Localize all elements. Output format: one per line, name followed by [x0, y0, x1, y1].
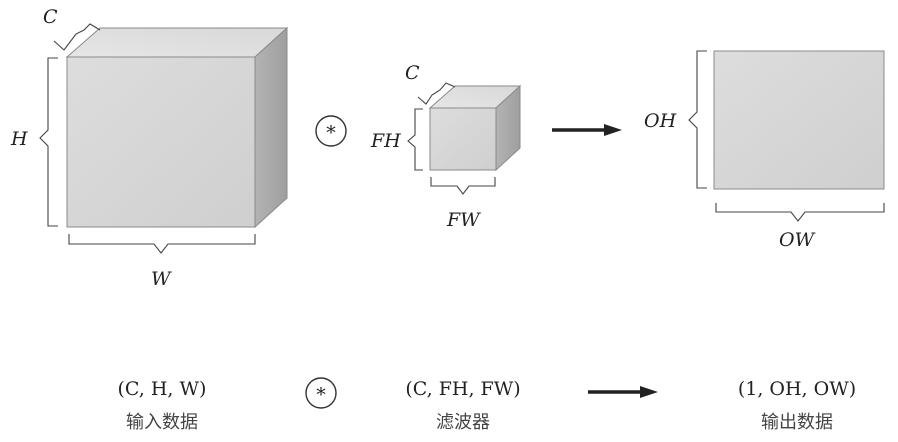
- input-channel-brace: [53, 23, 101, 51]
- input-width-label: W: [151, 268, 172, 290]
- output-width-brace: [715, 203, 885, 222]
- filter-caption: 滤波器: [436, 412, 490, 433]
- filter-channel-brace: [417, 82, 456, 105]
- svg-text:*: *: [326, 122, 336, 144]
- output-width-label: OW: [779, 229, 816, 251]
- output-height-brace: [688, 50, 707, 189]
- result-arrow: [552, 124, 622, 136]
- filter-height-brace: [407, 108, 423, 171]
- input-height-label: H: [10, 128, 28, 150]
- svg-text:*: *: [316, 384, 326, 406]
- input-channel-label: C: [43, 6, 58, 28]
- filter-height-label: FH: [370, 130, 401, 152]
- input-box-top-face: [65, 27, 289, 58]
- output-height-label: OH: [644, 110, 677, 132]
- filter-width-label: FW: [446, 209, 481, 231]
- output-shape-text: (1, OH, OW): [738, 378, 856, 400]
- output-data-box: [713, 50, 885, 190]
- filter-width-brace: [430, 177, 496, 195]
- filter-channel-label: C: [405, 62, 420, 84]
- input-data-box: [65, 26, 289, 229]
- filter-shape-text: (C, FH, FW): [405, 378, 520, 400]
- input-box-front-face: [66, 56, 256, 228]
- input-box-side-face: [254, 26, 288, 229]
- convolution-operator-icon-bottom: *: [305, 377, 337, 409]
- filter-box-front-face: [429, 107, 497, 171]
- output-caption: 输出数据: [761, 412, 833, 433]
- input-width-brace: [68, 234, 256, 254]
- input-height-brace: [39, 57, 58, 227]
- input-shape-text: (C, H, W): [118, 378, 207, 400]
- filter-box: [428, 84, 522, 172]
- input-caption: 输入数据: [126, 412, 198, 433]
- result-arrow-bottom: [588, 386, 658, 398]
- convolution-operator-icon: *: [315, 115, 347, 147]
